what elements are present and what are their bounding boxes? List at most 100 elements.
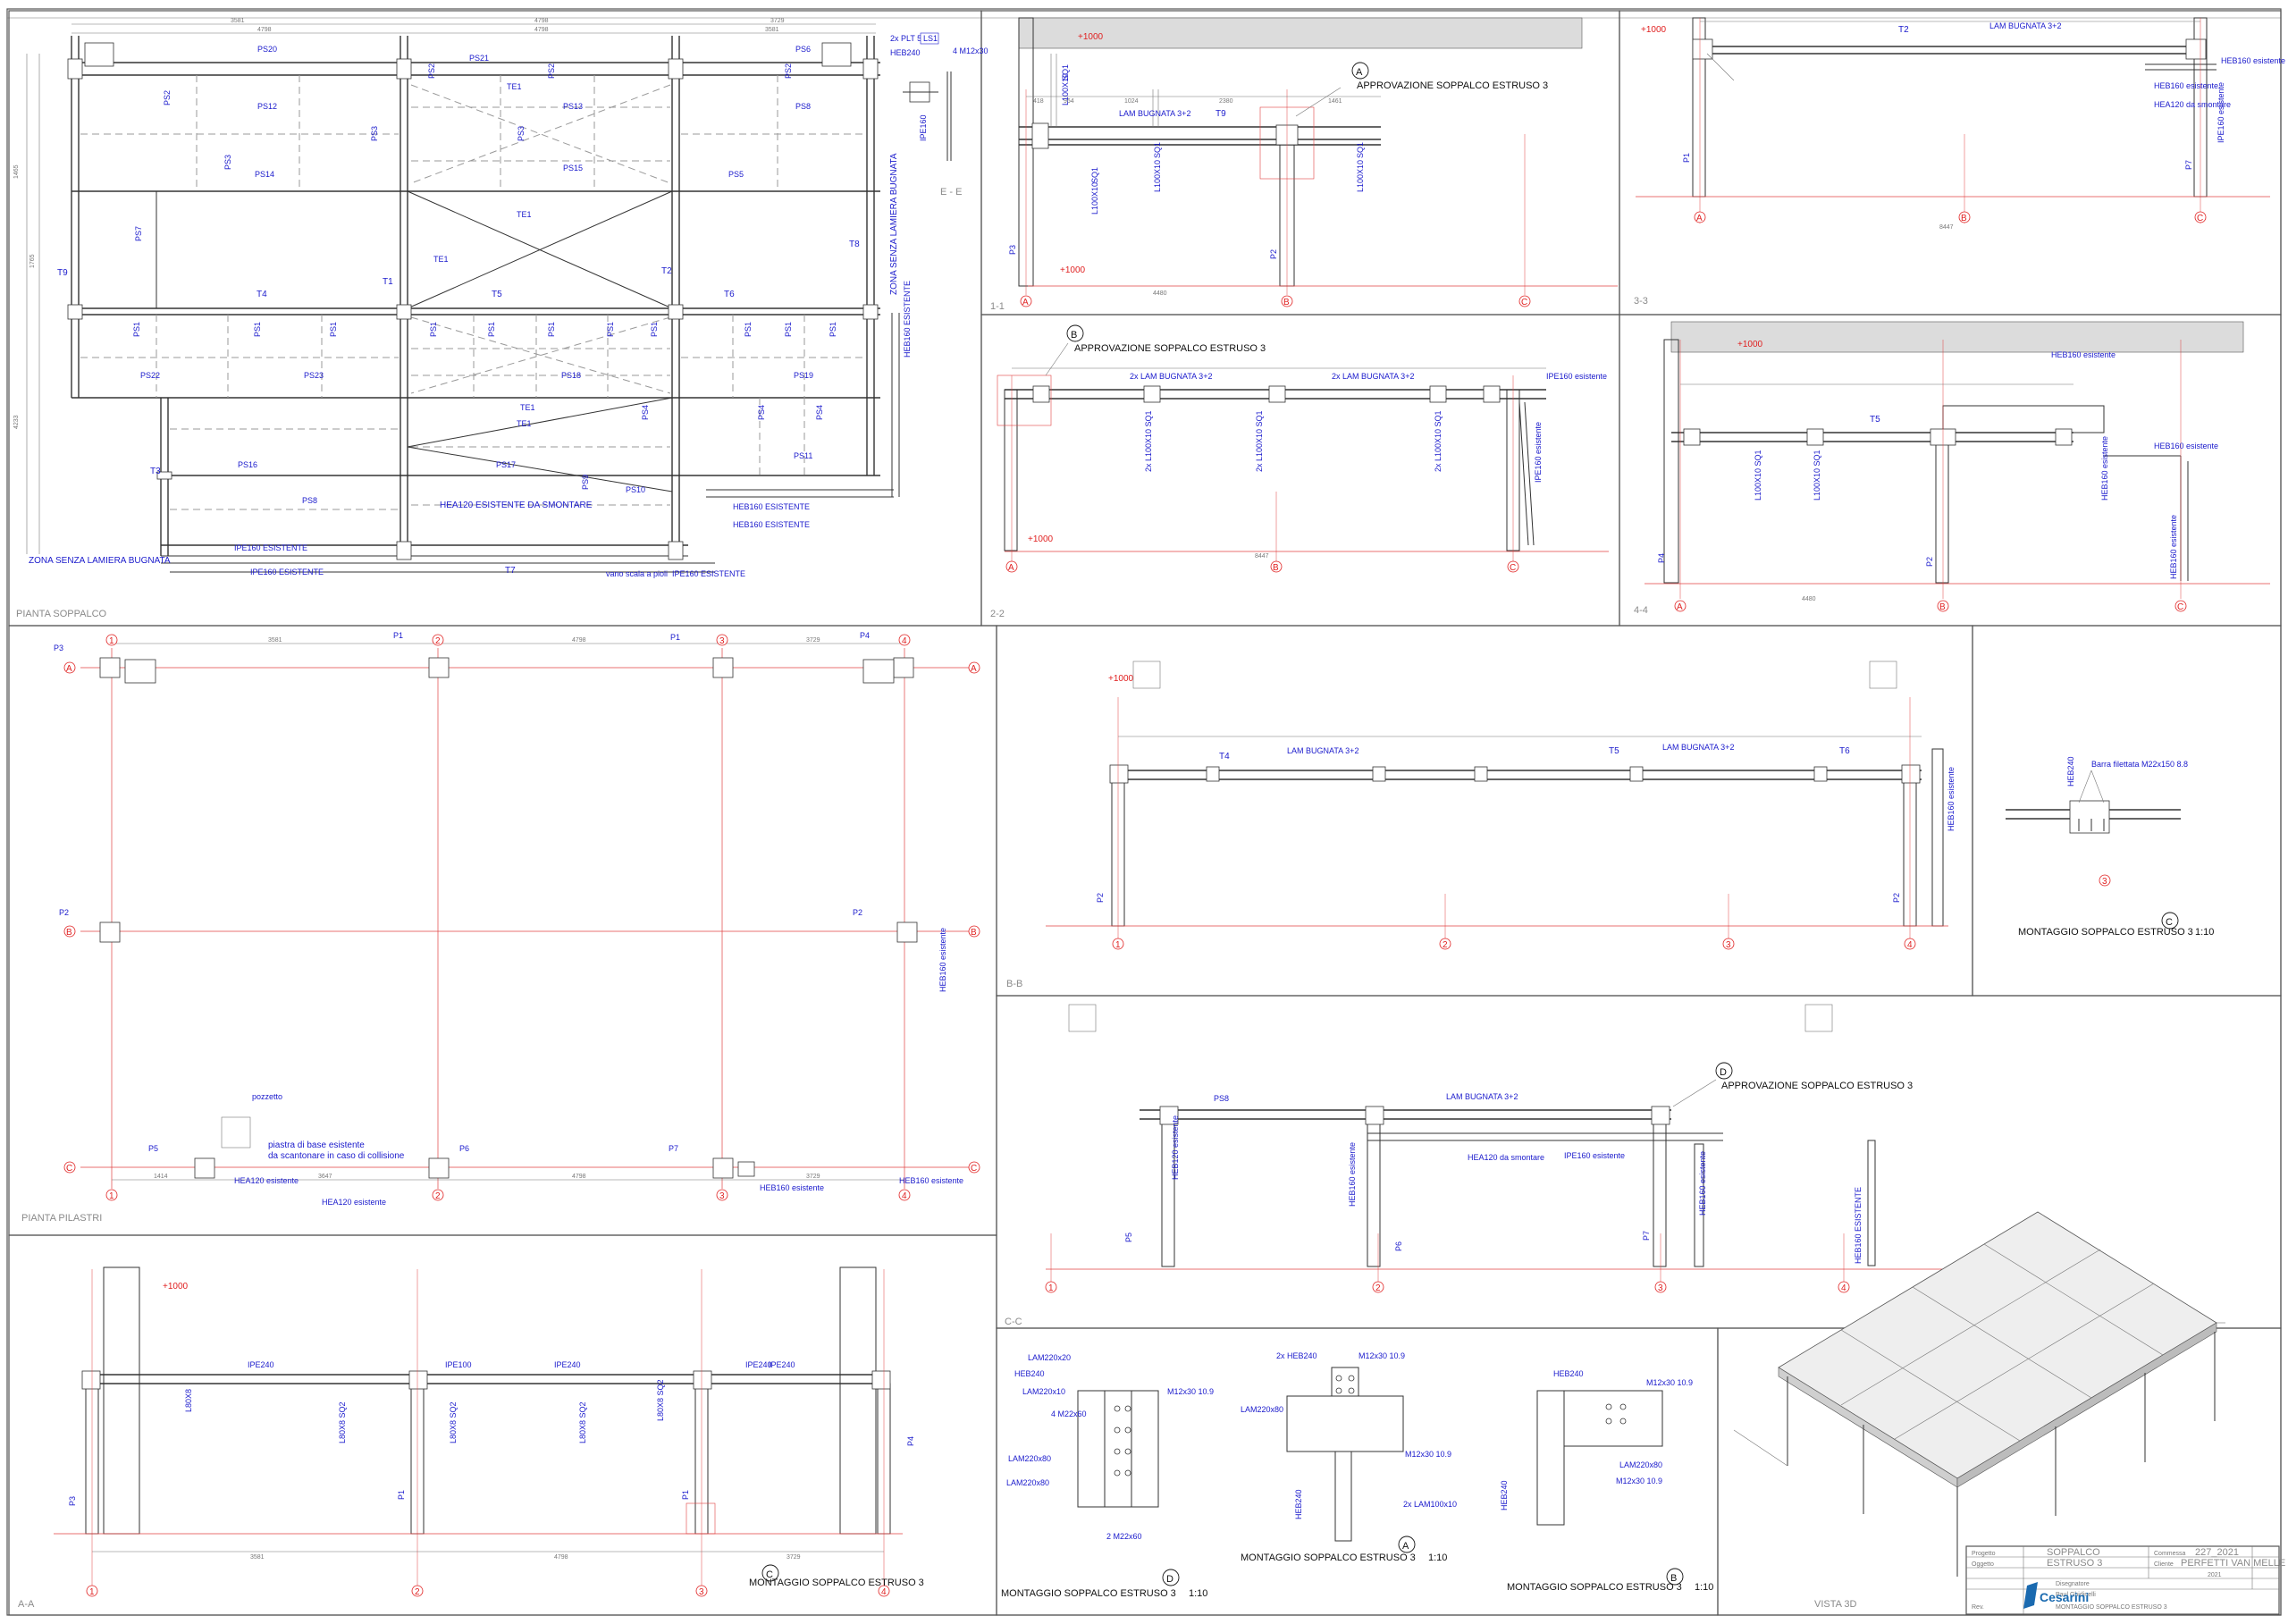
- lbl-t3: T3: [150, 467, 161, 476]
- svg-text:IPE100: IPE100: [445, 1360, 472, 1369]
- ipe-note-1: IPE160 ESISTENTE: [234, 543, 307, 552]
- svg-text:HEB160 esistente: HEB160 esistente: [2221, 56, 2285, 65]
- svg-text:HEA120 esistente: HEA120 esistente: [234, 1176, 299, 1185]
- svg-text:L100X10: L100X10: [1061, 73, 1070, 105]
- company-name: Cesarini: [2040, 1590, 2089, 1604]
- ee-heb: HEB240: [890, 48, 921, 57]
- lbl-ps4-a: PS4: [641, 405, 650, 420]
- svg-text:LAM220x80: LAM220x80: [1241, 1405, 1283, 1414]
- plan-bracing: [407, 190, 673, 492]
- svg-text:3: 3: [699, 1587, 704, 1597]
- svg-text:M12x30 10.9: M12x30 10.9: [1405, 1450, 1451, 1459]
- dim-left-2: 4233: [13, 415, 20, 429]
- ee-ipe: IPE160: [919, 114, 928, 141]
- svg-text:P2: P2: [1925, 557, 1934, 567]
- lbl-ps22: PS22: [140, 371, 160, 380]
- svg-text:IPE240: IPE240: [248, 1360, 274, 1369]
- plan-girder-labels: T1 T2 T4 T5 T6 T3 T7 T8 T9 TE1 TE1 TE1 T…: [57, 82, 860, 576]
- svg-text:P5: P5: [1124, 1233, 1133, 1242]
- svg-text:P1: P1: [393, 631, 403, 640]
- svg-text:LAM BUGNATA 3+2: LAM BUGNATA 3+2: [1662, 743, 1734, 752]
- zona-note-bottom: ZONA SENZA LAMIERA BUGNATA: [29, 556, 171, 566]
- svg-text:P3: P3: [68, 1496, 77, 1506]
- lbl-ps20: PS20: [257, 45, 277, 54]
- plan-ps1-labels: PS1 PS1 PS1 PS1 PS1 PS1 PS1 PS1 PS1 PS1 …: [132, 322, 837, 337]
- view-title-c-c: C-C: [1005, 1317, 1022, 1327]
- svg-text:PS1: PS1: [547, 322, 556, 337]
- svg-text:1461: 1461: [1328, 98, 1342, 105]
- svg-text:P4: P4: [1657, 553, 1666, 563]
- svg-text:T6: T6: [1839, 746, 1850, 756]
- view-title-3-3: 3-3: [1634, 296, 1648, 307]
- lbl-t8: T8: [849, 240, 860, 249]
- svg-text:PS1: PS1: [329, 322, 338, 337]
- svg-text:HEB240: HEB240: [1294, 1489, 1303, 1519]
- vano-note: vano scala a pioli: [606, 569, 668, 578]
- section-c-c: PS8 LAM BUGNATA 3+2 HEA120 da smontare I…: [1005, 1004, 1948, 1327]
- svg-text:Progetto: Progetto: [1972, 1551, 1996, 1557]
- heb-note-3: HEB160 ESISTENTE: [903, 281, 912, 358]
- view-title-vista-3d: VISTA 3D: [1814, 1599, 1857, 1610]
- svg-text:PS1: PS1: [650, 322, 659, 337]
- svg-text:LAM220x10: LAM220x10: [1022, 1387, 1065, 1396]
- svg-text:LAM220x80: LAM220x80: [1619, 1460, 1662, 1469]
- svg-text:P1: P1: [397, 1490, 406, 1500]
- svg-text:Commessa: Commessa: [2154, 1551, 2186, 1557]
- svg-text:P7: P7: [2184, 160, 2193, 170]
- lbl-ps4-c: PS4: [815, 405, 824, 420]
- svg-text:P2: P2: [1096, 893, 1105, 903]
- svg-text:LAM220x20: LAM220x20: [1028, 1353, 1071, 1362]
- svg-text:HEB240: HEB240: [1553, 1369, 1584, 1378]
- heb-note-2: HEB160 ESISTENTE: [733, 520, 810, 529]
- svg-text:HEB160 esistente: HEB160 esistente: [899, 1176, 963, 1185]
- svg-text:L100X10: L100X10: [1153, 160, 1162, 192]
- svg-text:MONTAGGIO SOPPALCO ESTRUSO 3: MONTAGGIO SOPPALCO ESTRUSO 3: [1001, 1588, 1176, 1599]
- lbl-t5: T5: [492, 290, 502, 299]
- svg-text:4798: 4798: [572, 637, 586, 644]
- zona-note-right: ZONA SENZA LAMIERA BUGNATA: [889, 153, 899, 295]
- ee-mfg: 4 M12x30: [953, 46, 988, 55]
- svg-text:3729: 3729: [806, 637, 820, 644]
- svg-text:SQ1: SQ1: [1153, 142, 1162, 158]
- svg-text:IPE160 esistente: IPE160 esistente: [1546, 372, 1607, 381]
- svg-text:PS1: PS1: [829, 322, 837, 337]
- svg-text:P2: P2: [59, 908, 69, 917]
- svg-text:1:10: 1:10: [1695, 1582, 1713, 1593]
- lbl-ps3-c: PS3: [517, 126, 526, 141]
- svg-text:418: 418: [1033, 98, 1044, 105]
- lbl-te1-e: TE1: [517, 419, 532, 428]
- lbl-ps3-a: PS3: [223, 155, 232, 170]
- callout-b-letter: B: [1071, 330, 1077, 341]
- svg-text:+1000: +1000: [1078, 32, 1104, 42]
- svg-text:PERFETTI VAN MELLE: PERFETTI VAN MELLE: [2181, 1558, 2285, 1569]
- svg-text:M12x30 10.9: M12x30 10.9: [1358, 1351, 1405, 1360]
- svg-text:2x L100X10 SQ1: 2x L100X10 SQ1: [1144, 410, 1153, 472]
- ee-tag-box: [920, 32, 939, 45]
- lbl-ps8-b: PS8: [302, 496, 317, 505]
- view-title-4-4: 4-4: [1634, 605, 1648, 616]
- callout-a-text: APPROVAZIONE SOPPALCO ESTRUSO 3: [1357, 80, 1548, 91]
- svg-text:4: 4: [1841, 1283, 1846, 1293]
- svg-text:IPE160 esistente: IPE160 esistente: [1564, 1151, 1625, 1160]
- dim-top-2: 4798: [534, 18, 549, 24]
- svg-text:LAM220x80: LAM220x80: [1008, 1454, 1051, 1463]
- svg-text:M12x30 10.9: M12x30 10.9: [1167, 1387, 1214, 1396]
- svg-text:HEB160 esistente: HEB160 esistente: [1698, 1151, 1707, 1216]
- svg-text:T2: T2: [1898, 25, 1909, 35]
- svg-text:MONTAGGIO SOPPALCO ESTRUSO 3: MONTAGGIO SOPPALCO ESTRUSO 3: [1241, 1552, 1416, 1563]
- plan-beam-labels: PS20 PS21 PS6 PS2 PS2 PS2 PS2 PS12 PS13 …: [134, 45, 824, 505]
- svg-text:3: 3: [2102, 877, 2107, 887]
- svg-text:P2: P2: [1269, 249, 1278, 259]
- svg-text:PS8: PS8: [1214, 1094, 1229, 1103]
- svg-text:IPE240: IPE240: [769, 1360, 795, 1369]
- view-title-2-2: 2-2: [990, 609, 1005, 619]
- svg-text:MONTAGGIO SOPPALCO ESTRUSO 3: MONTAGGIO SOPPALCO ESTRUSO 3: [2018, 927, 2193, 938]
- dim-top2-2: 4798: [534, 27, 549, 33]
- svg-text:+1000: +1000: [1641, 25, 1667, 35]
- svg-text:HEB120 esistente: HEB120 esistente: [1171, 1115, 1180, 1180]
- svg-text:T4: T4: [1219, 752, 1230, 762]
- svg-text:L100X10: L100X10: [1356, 160, 1365, 192]
- svg-text:8447: 8447: [1939, 224, 1954, 231]
- ipe-note-2: IPE160 ESISTENTE: [250, 568, 324, 576]
- svg-text:L80X8 SQ2: L80X8 SQ2: [656, 1379, 665, 1421]
